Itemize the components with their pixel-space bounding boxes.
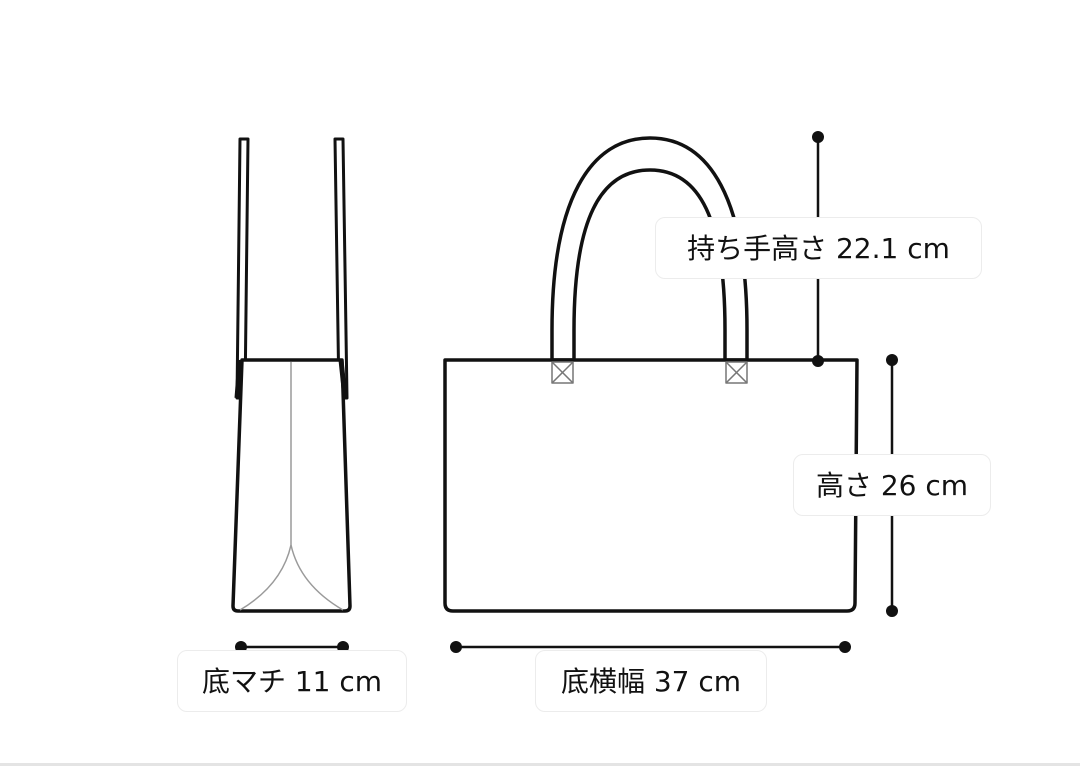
side-left-strap-overlap <box>234 359 243 399</box>
side-left-fold-curve <box>239 544 292 611</box>
front-body <box>443 358 859 613</box>
side-right-fold-curve <box>290 544 344 611</box>
handle-height-bottom-dot <box>812 355 824 367</box>
handle-height-label: 持ち手高さ 22.1 cm <box>655 217 982 279</box>
handle-height-top-dot <box>812 131 824 143</box>
side-right-strap <box>333 137 349 400</box>
width-left-dot <box>450 641 462 653</box>
bottom-divider <box>0 763 1080 766</box>
right-handle-attachment-icon <box>725 361 748 384</box>
bottom-gusset-label: 底マチ 11 cm <box>177 650 407 712</box>
bottom-width-label: 底横幅 37 cm <box>535 650 767 712</box>
height-label: 高さ 26 cm <box>793 454 991 516</box>
side-right-strap-overlap <box>338 359 348 399</box>
width-right-dot <box>839 641 851 653</box>
side-view <box>231 137 352 613</box>
front-handle <box>550 136 749 362</box>
height-bottom-dot <box>886 605 898 617</box>
left-handle-attachment-icon <box>551 361 574 384</box>
height-top-dot <box>886 354 898 366</box>
front-view <box>443 136 859 613</box>
